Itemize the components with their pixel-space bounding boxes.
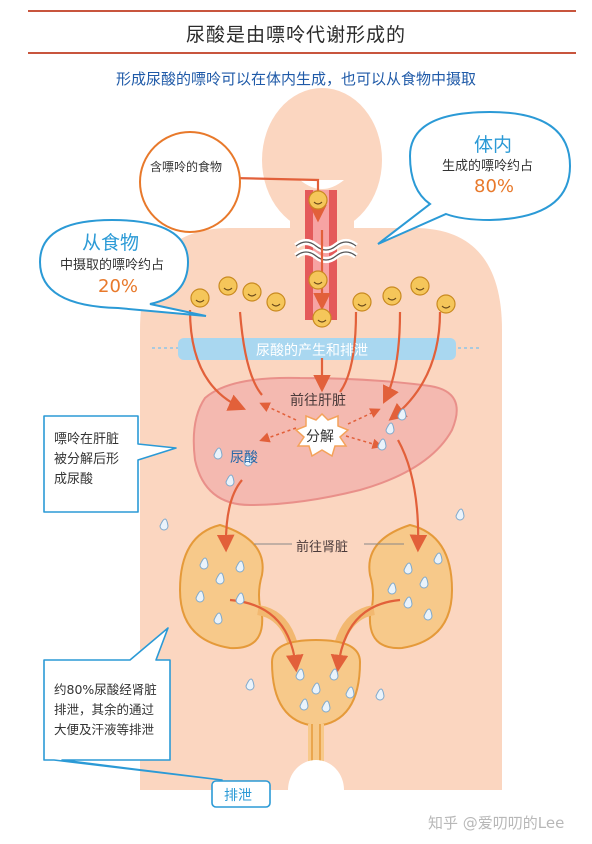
food-speech-bubble [38, 218, 207, 317]
uric-acid-drop [243, 454, 253, 467]
uric-acid-drop [213, 447, 223, 460]
purine-ball [436, 294, 456, 314]
title-bar [28, 10, 576, 54]
kidney-note-text: 约80%尿酸经肾脏 排泄，其余的通过 大便及汗液等排泄 [54, 680, 157, 740]
food-percent: 20% [98, 276, 139, 297]
liver-note-line: 嘌呤在肝脏 [54, 432, 120, 447]
uric-acid-drop [235, 560, 245, 573]
uric-acid-drop [433, 552, 443, 565]
uric-acid-drop [159, 518, 169, 531]
internal-percent: 80% [474, 176, 515, 197]
uric-acid-drop [385, 422, 395, 435]
uric-acid-drop [311, 682, 321, 695]
food-bubble-label: 含嘌呤的食物 [150, 160, 223, 174]
band-label: 尿酸的产生和排泄 [256, 343, 368, 359]
purine-ball [410, 276, 430, 296]
uric-acid-drop [455, 508, 465, 521]
excrete-box [211, 780, 271, 808]
purine-ball [352, 292, 372, 312]
body-silhouette [140, 88, 502, 790]
band-box [178, 338, 456, 360]
subtitle: 形成尿酸的嘌呤可以在体内生成，也可以从食物中摄取 [115, 70, 476, 88]
uric-acid-drop [215, 572, 225, 585]
liver-note-box [43, 415, 177, 513]
to-liver-label: 前往肝脏 [290, 393, 346, 409]
kidney-note-line: 大便及汗液等排泄 [54, 722, 155, 737]
excrete-label: 排泄 [224, 788, 252, 804]
uric-acid-label: 尿酸 [230, 450, 258, 466]
purine-ball [308, 270, 328, 290]
uric-acid-drop [225, 474, 235, 487]
food-text: 中摄取的嘌呤约占 [60, 258, 165, 273]
uric-acid-drop [213, 612, 223, 625]
purine-ball [190, 288, 210, 308]
uric-acid-drop [329, 668, 339, 681]
uric-acid-drop [397, 408, 407, 421]
uric-acid-drop [245, 678, 255, 691]
kidney-note-line: 排泄，其余的通过 [54, 702, 155, 717]
decompose-burst [294, 412, 350, 458]
uric-acid-drop [199, 557, 209, 570]
uric-acid-drop [195, 590, 205, 603]
purine-ball [266, 292, 286, 312]
liver-note-text: 嘌呤在肝脏 被分解后形 成尿酸 [54, 430, 119, 490]
kidney-note-box [43, 627, 223, 781]
uric-acid-drop [403, 562, 413, 575]
page-title: 尿酸是由嘌呤代谢形成的 [185, 24, 406, 46]
watermark: 知乎 @爱叨叨的Lee [428, 814, 565, 832]
decompose-arrows [259, 402, 383, 449]
uric-acid-drop [321, 700, 331, 713]
uric-acid-drop [387, 582, 397, 595]
purine-ball [242, 282, 262, 302]
uric-acid-droplets [159, 408, 465, 713]
uric-acid-drop [295, 668, 305, 681]
internal-text: 生成的嘌呤约占 [442, 159, 534, 174]
uric-acid-drop [403, 596, 413, 609]
internal-speech-bubble [377, 110, 572, 245]
decompose-label: 分解 [306, 429, 334, 445]
uric-acid-drop [377, 438, 387, 451]
purine-ball [218, 276, 238, 296]
liver-note-line: 被分解后形 [54, 452, 120, 467]
uric-acid-drop [423, 608, 433, 621]
purine-ball [382, 286, 402, 306]
food-heading: 从食物 [82, 232, 140, 254]
purine-ball [312, 308, 332, 328]
uric-acid-drop [299, 698, 309, 711]
internal-heading: 体内 [474, 134, 513, 156]
liver-note-line: 成尿酸 [54, 472, 94, 487]
food-bubble [139, 131, 241, 233]
kidney-note-line: 约80%尿酸经肾脏 [54, 682, 157, 697]
uric-acid-drop [419, 576, 429, 589]
to-kidney-label: 前往肾脏 [296, 540, 349, 555]
uric-acid-drop [235, 592, 245, 605]
uric-acid-drop [375, 688, 385, 701]
excrete-blob [288, 760, 344, 820]
purine-ball [308, 190, 328, 210]
uric-acid-drop [345, 686, 355, 699]
